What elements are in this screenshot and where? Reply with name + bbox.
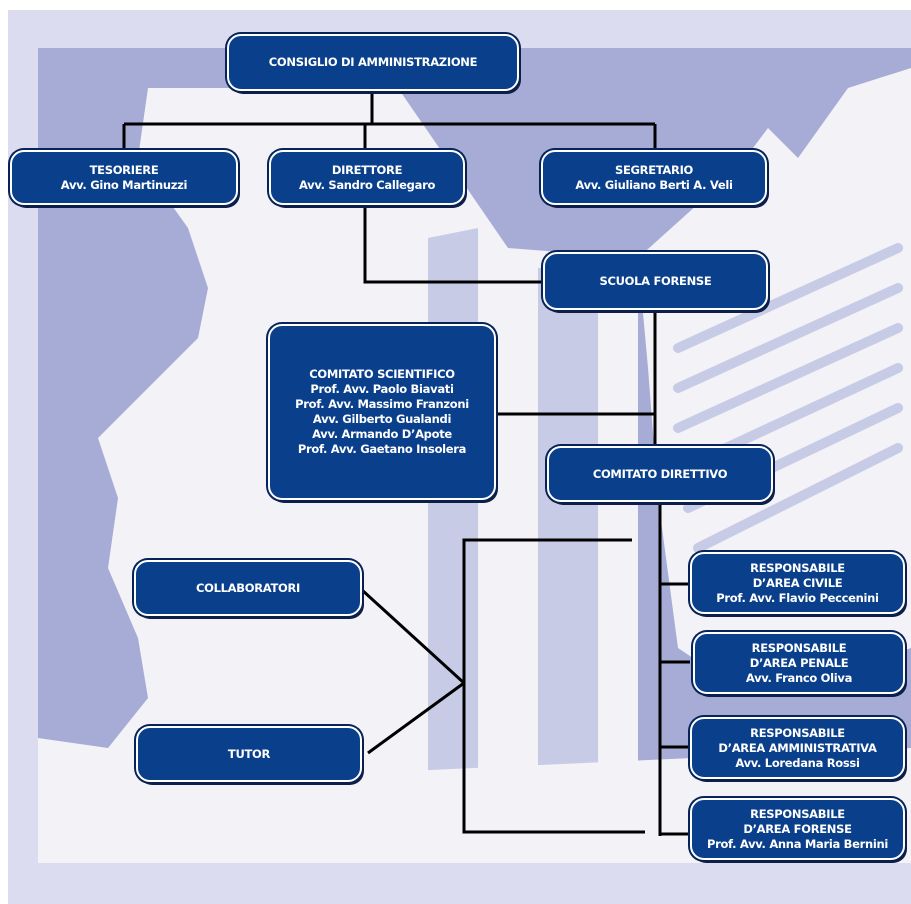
responsabile-label: RESPONSABILE <box>750 725 845 740</box>
box-comitato-scientifico: COMITATO SCIENTIFICO Prof. Avv. Paolo Bi… <box>268 324 496 500</box>
responsabile-label: RESPONSABILE <box>750 560 845 575</box>
scuola-title: SCUOLA FORENSE <box>599 273 712 288</box>
box-tesoriere: TESORIERE Avv. Gino Martinuzzi <box>10 150 238 205</box>
responsabile-name: Prof. Avv. Anna Maria Bernini <box>706 836 889 851</box>
box-scuola-forense: SCUOLA FORENSE <box>543 252 768 310</box>
box-collaboratori: COLLABORATORI <box>134 560 362 616</box>
responsabile-name: Avv. Franco Oliva <box>745 670 853 685</box>
box-comitato-direttivo: COMITATO DIRETTIVO <box>547 446 773 502</box>
tesoriere-name: Avv. Gino Martinuzzi <box>60 177 188 192</box>
crown-silhouette <box>638 68 911 688</box>
box-responsabile-civile: RESPONSABILE D’AREA CIVILE Prof. Avv. Fl… <box>690 552 905 614</box>
comitato-scientifico-member: Prof. Avv. Paolo Biavati <box>310 382 454 396</box>
comitato-scientifico-member: Prof. Avv. Massimo Franzoni <box>295 397 469 411</box>
box-direttore: DIRETTORE Avv. Sandro Callegaro <box>269 150 465 205</box>
responsabile-name: Prof. Avv. Flavio Peccenini <box>716 590 879 605</box>
box-consiglio: CONSIGLIO DI AMMINISTRAZIONE <box>227 34 519 91</box>
box-responsabile-forense: RESPONSABILE D’AREA FORENSE Prof. Avv. A… <box>690 798 905 860</box>
connector-direttore-scuola <box>363 205 543 284</box>
segretario-title: SEGRETARIO <box>614 162 694 177</box>
direttore-name: Avv. Sandro Callegaro <box>298 177 436 192</box>
box-segretario: SEGRETARIO Avv. Giuliano Berti A. Veli <box>541 150 767 205</box>
collaboratori-title: COLLABORATORI <box>195 580 301 595</box>
connector-tutor <box>367 681 465 755</box>
comitato-scientifico-member: Avv. Armando D’Apote <box>312 427 452 441</box>
comitato-scientifico-member: Prof. Avv. Gaetano Insolera <box>297 442 467 456</box>
responsabile-name: Avv. Loredana Rossi <box>735 755 860 770</box>
tesoriere-title: TESORIERE <box>89 162 159 177</box>
connector-collaboratori <box>360 588 466 685</box>
comitato-scientifico-title: COMITATO SCIENTIFICO <box>309 367 455 381</box>
area-label: D’AREA FORENSE <box>743 821 852 836</box>
comitato-scientifico-member: Avv. Gilberto Gualandi <box>312 412 452 426</box>
consiglio-title: CONSIGLIO DI AMMINISTRAZIONE <box>268 55 478 69</box>
box-responsabile-amministrativa: RESPONSABILE D’AREA AMMINISTRATIVA Avv. … <box>690 717 905 779</box>
direttore-title: DIRETTORE <box>331 162 403 177</box>
comitato-direttivo-title: COMITATO DIRETTIVO <box>592 466 728 481</box>
tutor-title: TUTOR <box>227 746 271 761</box>
segretario-name: Avv. Giuliano Berti A. Veli <box>575 177 733 192</box>
area-label: D’AREA CIVILE <box>752 575 843 590</box>
responsabile-label: RESPONSABILE <box>751 640 847 655</box>
area-label: D’AREA PENALE <box>749 655 849 670</box>
box-tutor: TUTOR <box>136 726 362 782</box>
connector-bracket <box>462 538 645 834</box>
responsabile-label: RESPONSABILE <box>750 806 845 821</box>
box-responsabile-penale: RESPONSABILE D’AREA PENALE Avv. Franco O… <box>693 632 905 694</box>
area-label: D’AREA AMMINISTRATIVA <box>718 740 877 755</box>
